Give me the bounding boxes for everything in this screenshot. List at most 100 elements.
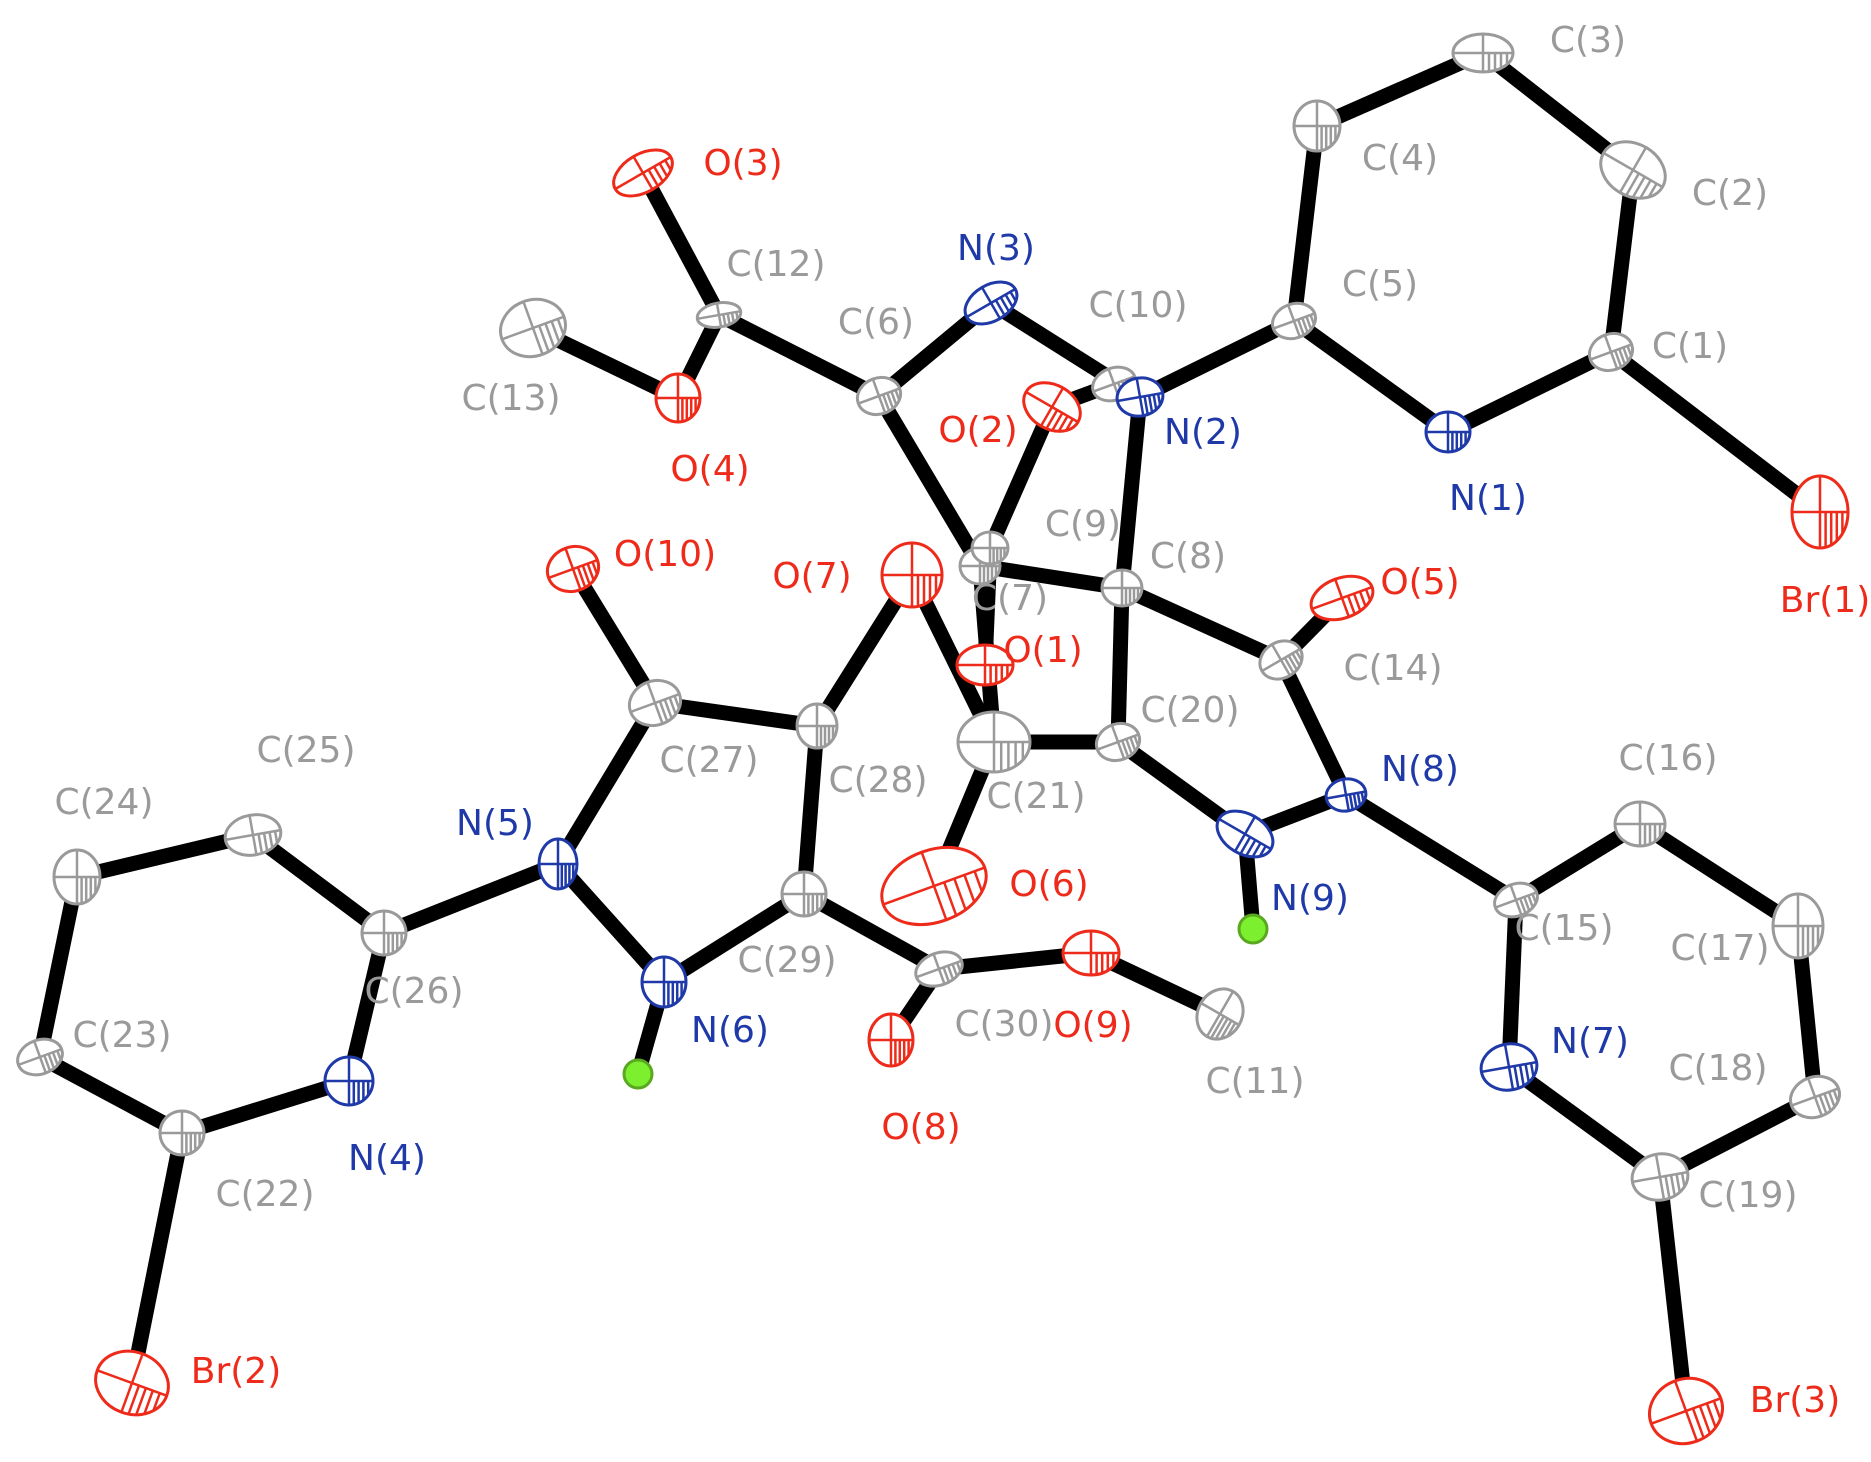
label-c7: C(7) (972, 578, 1048, 619)
bond-n6-c29 (656, 886, 812, 990)
atom-o8 (867, 1012, 915, 1068)
bond-c5-n1 (1286, 313, 1456, 440)
atom-c4 (1292, 99, 1342, 153)
bond-n5-c26 (376, 856, 566, 941)
atom-c14 (1258, 639, 1304, 681)
bond-c8-c14 (1114, 580, 1289, 668)
atom-n1 (1424, 410, 1472, 454)
label-o8: O(8) (881, 1107, 960, 1148)
label-br1: Br(1) (1780, 580, 1871, 621)
label-c25: C(25) (256, 730, 355, 771)
bond-n5-n6 (550, 856, 672, 990)
label-c27: C(27) (659, 740, 758, 781)
label-c24: C(24) (54, 782, 153, 823)
atom-c22 (158, 1109, 206, 1157)
label-o9: O(9) (1053, 1005, 1132, 1046)
bond-c16-c17 (1632, 816, 1806, 934)
atom-c27 (627, 678, 683, 728)
atom-c15 (1493, 881, 1539, 919)
atom-c3 (1451, 32, 1515, 74)
atom-br1 (1790, 474, 1850, 550)
atom-br2 (94, 1349, 170, 1417)
atom-c24 (52, 848, 102, 906)
label-n3: N(3) (957, 228, 1035, 269)
label-br3: Br(3) (1750, 1380, 1841, 1421)
bond-c6-c12 (711, 307, 887, 404)
atom-c30 (914, 950, 964, 988)
label-c17: C(17) (1670, 928, 1769, 969)
bond-c3-c4 (1309, 45, 1491, 134)
label-o3: O(3) (703, 143, 782, 184)
bond-c1-br1 (1603, 344, 1828, 520)
atom-c23 (16, 1037, 64, 1077)
atom-layer (16, 32, 1850, 1446)
label-c13: C(13) (461, 378, 560, 419)
atom-c8 (1100, 568, 1144, 608)
atom-c20 (1094, 721, 1142, 763)
bond-c1-c2 (1603, 162, 1641, 360)
bond-c18-c19 (1652, 1089, 1823, 1185)
bond-c6-c7 (871, 388, 988, 574)
bond-c22-n4 (174, 1073, 357, 1141)
bond-c24-c23 (32, 869, 85, 1065)
label-c21: C(21) (986, 776, 1085, 817)
label-n2: N(2) (1164, 412, 1242, 453)
atom-o3 (612, 148, 674, 198)
atom-h9 (1237, 913, 1269, 945)
atom-c6 (855, 375, 903, 417)
bond-c29-c28 (796, 718, 825, 902)
atom-n3 (963, 280, 1019, 326)
label-o4: O(4) (670, 449, 749, 490)
label-o7: O(7) (772, 556, 851, 597)
label-o5: O(5) (1380, 562, 1459, 603)
label-n4: N(4) (348, 1138, 426, 1179)
bond-c25-c24 (69, 827, 261, 885)
label-c12: C(12) (726, 244, 825, 285)
atom-o2 (1022, 381, 1082, 433)
atom-c21 (956, 710, 1032, 774)
atom-c2 (1599, 140, 1667, 200)
atom-n5 (537, 837, 579, 891)
label-n6: N(6) (691, 1010, 769, 1051)
bond-c29-c30 (796, 886, 947, 977)
atom-c26 (360, 909, 408, 957)
atom-o10 (545, 544, 601, 594)
label-c5: C(5) (1342, 264, 1418, 305)
bond-c23-c22 (32, 1049, 190, 1141)
label-c30: C(30) (954, 1004, 1053, 1045)
atom-c19 (1630, 1152, 1690, 1202)
atom-h6 (622, 1058, 654, 1090)
atom-c16 (1613, 800, 1667, 848)
bond-c8-n2 (1114, 389, 1148, 596)
atom-o7 (880, 541, 944, 609)
bond-o2-c9 (982, 399, 1060, 556)
label-c14: C(14) (1343, 648, 1442, 689)
bond-c19-n7 (1501, 1059, 1668, 1185)
label-n8: N(8) (1381, 749, 1459, 790)
bond-c22-br2 (124, 1125, 190, 1391)
atom-o9 (1061, 929, 1121, 977)
label-c18: C(18) (1668, 1048, 1767, 1089)
bond-c26-c25 (245, 827, 392, 941)
label-c29: C(29) (737, 940, 836, 981)
atom-c11 (1195, 987, 1245, 1041)
atom-c29 (780, 870, 828, 918)
label-c3: C(3) (1550, 20, 1626, 61)
label-c8: C(8) (1150, 536, 1226, 577)
atom-c17 (1771, 892, 1825, 960)
label-c28: C(28) (828, 760, 927, 801)
label-c19: C(19) (1698, 1175, 1797, 1216)
atom-o4 (654, 372, 702, 424)
atom-n8 (1324, 777, 1368, 813)
label-layer: C(1)C(2)C(3)C(4)C(5)C(6)C(7)C(8)C(9)C(10… (54, 20, 1870, 1421)
bond-n7-c15 (1501, 892, 1524, 1075)
bond-n1-c1 (1440, 344, 1619, 440)
label-br2: Br(2) (191, 1351, 282, 1392)
bond-c28-c27 (647, 695, 825, 734)
atom-c12 (695, 301, 743, 329)
bond-c27-n5 (550, 695, 663, 872)
atom-c5 (1271, 301, 1317, 341)
label-c1: C(1) (1652, 326, 1728, 367)
label-c23: C(23) (72, 1015, 171, 1056)
